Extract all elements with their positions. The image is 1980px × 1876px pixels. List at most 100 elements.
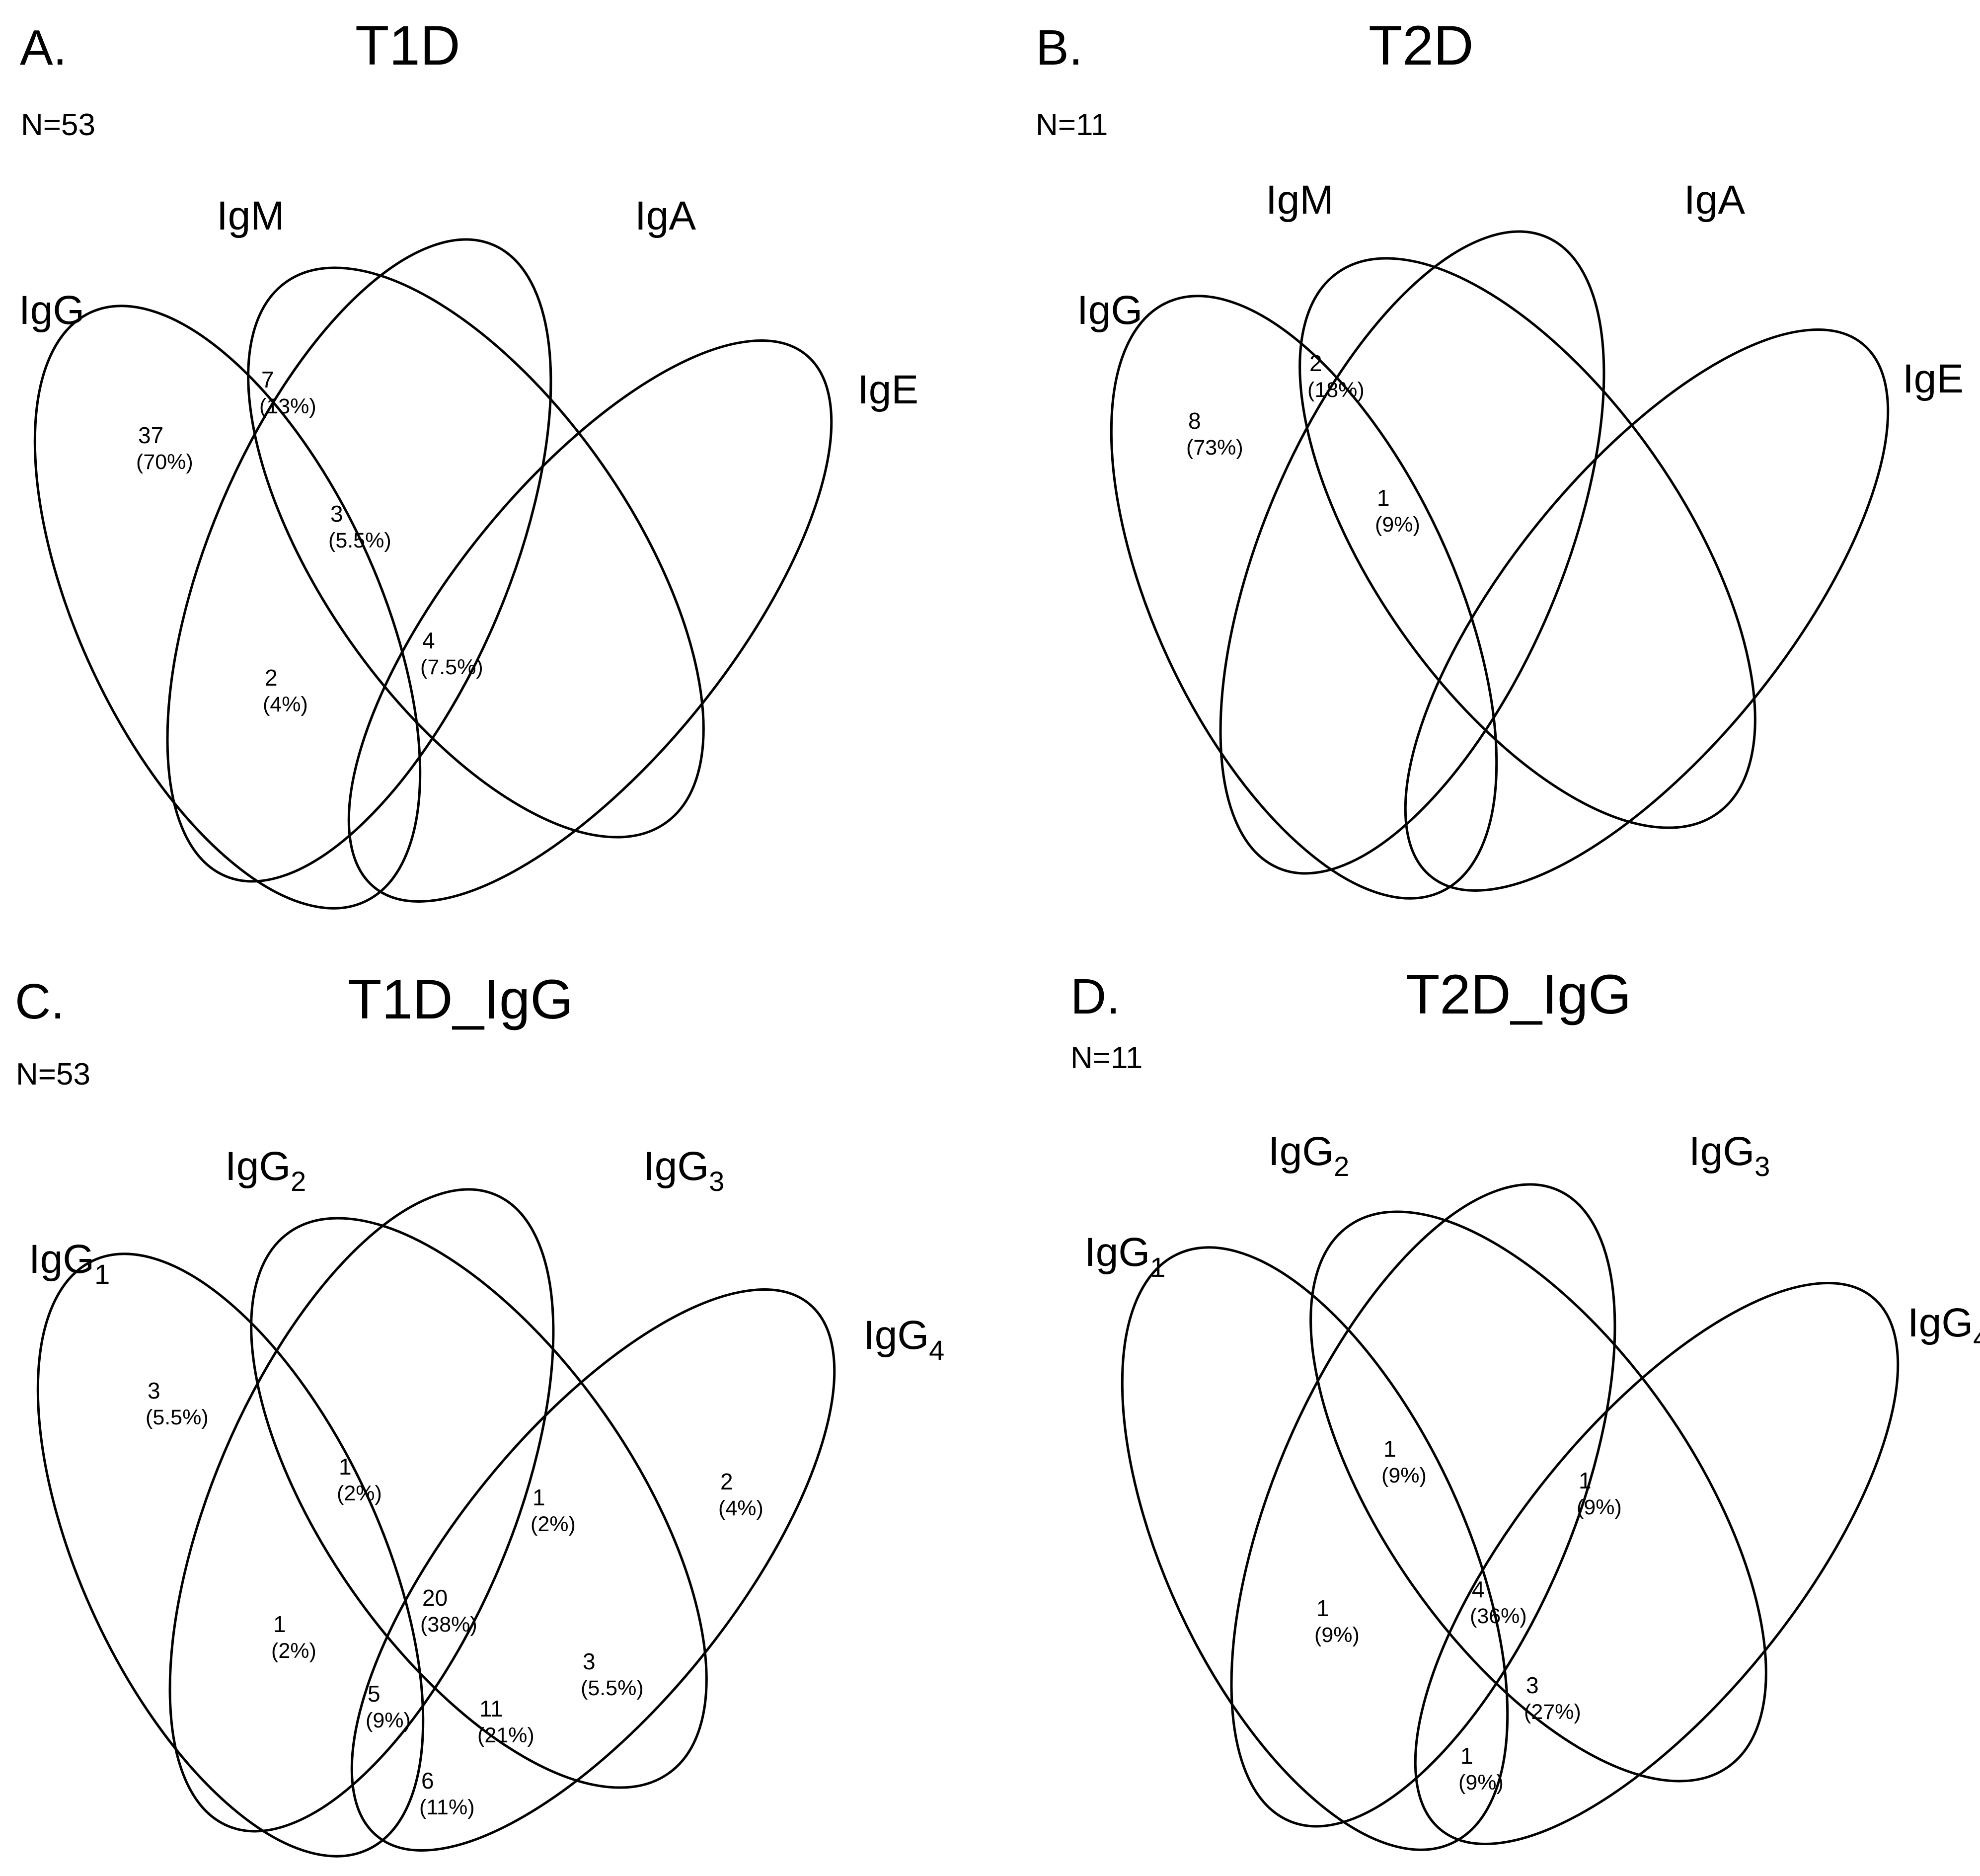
region-label: 6(11%) bbox=[419, 1768, 475, 1819]
region-percent: (38%) bbox=[420, 1613, 477, 1637]
region-percent: (9%) bbox=[366, 1709, 411, 1732]
region-label: 4(36%) bbox=[1470, 1576, 1527, 1628]
region-count: 1 bbox=[1383, 1436, 1396, 1462]
region-count: 1 bbox=[533, 1485, 545, 1510]
venn-ellipse-set-a bbox=[33, 305, 422, 910]
region-count: 37 bbox=[138, 422, 163, 448]
region-percent: (4%) bbox=[263, 693, 308, 716]
set-label-set-c: IgG3 bbox=[1689, 1129, 1770, 1182]
region-percent: (5.5%) bbox=[146, 1406, 209, 1429]
set-label-set-d: IgG4 bbox=[1907, 1300, 1980, 1353]
region-percent: (70%) bbox=[136, 450, 193, 474]
region-label: 3(27%) bbox=[1524, 1672, 1581, 1724]
region-count: 20 bbox=[422, 1585, 448, 1611]
region-percent: (4%) bbox=[718, 1496, 763, 1520]
set-label-set-c: IgA bbox=[635, 193, 696, 238]
region-label: 4(7.5%) bbox=[420, 627, 483, 679]
venn-ellipse-set-a bbox=[36, 1252, 425, 1858]
region-count: 7 bbox=[261, 367, 274, 392]
set-label-set-a: IgG1 bbox=[29, 1237, 110, 1290]
region-percent: (5.5%) bbox=[328, 529, 391, 552]
region-label: 3(5.5%) bbox=[581, 1648, 644, 1700]
panel-title: T2D_IgG bbox=[1406, 963, 1631, 1025]
set-label-set-b: IgG2 bbox=[225, 1144, 306, 1197]
venn-ellipse-set-c bbox=[1298, 257, 1756, 829]
region-percent: (2%) bbox=[337, 1482, 382, 1505]
region-percent: (36%) bbox=[1470, 1604, 1527, 1628]
region-percent: (9%) bbox=[1314, 1623, 1360, 1647]
set-label-set-a: IgG bbox=[19, 288, 84, 333]
set-label-set-d: IgG4 bbox=[863, 1313, 944, 1366]
region-label: 11(21%) bbox=[477, 1696, 534, 1747]
sample-size: N=11 bbox=[1036, 108, 1108, 142]
region-count: 3 bbox=[583, 1648, 596, 1674]
region-label: 1(2%) bbox=[337, 1454, 382, 1505]
venn-ellipse-set-a bbox=[1121, 1246, 1509, 1851]
set-label-set-b: IgM bbox=[1266, 177, 1334, 223]
region-label: 37(70%) bbox=[136, 422, 193, 474]
region-count: 1 bbox=[1316, 1595, 1329, 1621]
region-label: 1(2%) bbox=[531, 1485, 576, 1536]
venn-ellipse-set-b bbox=[166, 238, 552, 883]
sample-size: N=53 bbox=[21, 108, 95, 142]
panel-letter: B. bbox=[1036, 20, 1082, 76]
region-label: 1(9%) bbox=[1314, 1595, 1360, 1647]
region-label: 1(9%) bbox=[1381, 1436, 1427, 1487]
region-label: 8(73%) bbox=[1186, 408, 1243, 460]
sample-size: N=11 bbox=[1070, 1041, 1142, 1075]
venn-ellipse-set-a bbox=[1110, 295, 1498, 900]
region-percent: (18%) bbox=[1307, 378, 1365, 402]
venn-ellipse-set-c bbox=[247, 266, 705, 839]
set-label-set-c: IgA bbox=[1684, 177, 1745, 223]
region-percent: (27%) bbox=[1524, 1700, 1581, 1724]
set-label-set-b: IgM bbox=[217, 193, 285, 238]
venn-panel-d: D.T2D_IgGN=11IgG1IgG2IgG3IgG41(9%)1(9%)1… bbox=[1070, 963, 1980, 1851]
region-percent: (2%) bbox=[271, 1639, 316, 1663]
region-label: 2(18%) bbox=[1307, 350, 1365, 402]
region-percent: (73%) bbox=[1186, 436, 1243, 460]
region-label: 1(9%) bbox=[1458, 1743, 1504, 1795]
set-label-set-d: IgE bbox=[857, 367, 918, 412]
region-label: 5(9%) bbox=[366, 1681, 411, 1732]
region-count: 3 bbox=[330, 501, 343, 527]
venn-ellipse-set-d bbox=[1404, 328, 1890, 892]
region-percent: (9%) bbox=[1381, 1464, 1427, 1487]
region-percent: (2%) bbox=[531, 1512, 576, 1536]
panel-title: T1D bbox=[355, 14, 460, 77]
region-count: 3 bbox=[1526, 1672, 1539, 1698]
set-label-set-b: IgG2 bbox=[1268, 1129, 1349, 1182]
region-percent: (11%) bbox=[419, 1796, 475, 1819]
region-label: 3(5.5%) bbox=[146, 1378, 209, 1429]
panel-letter: D. bbox=[1070, 969, 1120, 1024]
region-count: 8 bbox=[1188, 408, 1201, 434]
region-label: 2(4%) bbox=[263, 665, 308, 716]
region-percent: (9%) bbox=[1577, 1495, 1622, 1519]
region-count: 2 bbox=[265, 665, 278, 691]
region-label: 20(38%) bbox=[420, 1585, 477, 1637]
panel-title: T2D bbox=[1369, 14, 1474, 77]
region-label: 3(5.5%) bbox=[328, 501, 391, 552]
sample-size: N=53 bbox=[16, 1057, 90, 1092]
venn-ellipse-set-b bbox=[168, 1188, 555, 1833]
region-label: 1(9%) bbox=[1577, 1468, 1622, 1519]
region-percent: (21%) bbox=[477, 1723, 534, 1747]
region-count: 1 bbox=[1579, 1468, 1592, 1493]
region-percent: (5.5%) bbox=[581, 1676, 644, 1700]
region-count: 5 bbox=[368, 1681, 381, 1707]
region-percent: (7.5%) bbox=[420, 655, 483, 679]
venn-ellipse-set-d bbox=[1414, 1282, 1900, 1845]
region-percent: (13%) bbox=[259, 394, 316, 418]
region-percent: (9%) bbox=[1375, 513, 1420, 537]
venn-ellipse-set-c bbox=[1309, 1210, 1767, 1783]
set-label-set-c: IgG3 bbox=[643, 1144, 724, 1197]
region-count: 1 bbox=[1460, 1743, 1473, 1769]
region-count: 1 bbox=[273, 1611, 286, 1637]
region-percent: (9%) bbox=[1458, 1771, 1504, 1795]
panel-letter: A. bbox=[20, 20, 67, 76]
region-count: 4 bbox=[422, 627, 435, 653]
venn-ellipse-set-d bbox=[347, 339, 833, 903]
